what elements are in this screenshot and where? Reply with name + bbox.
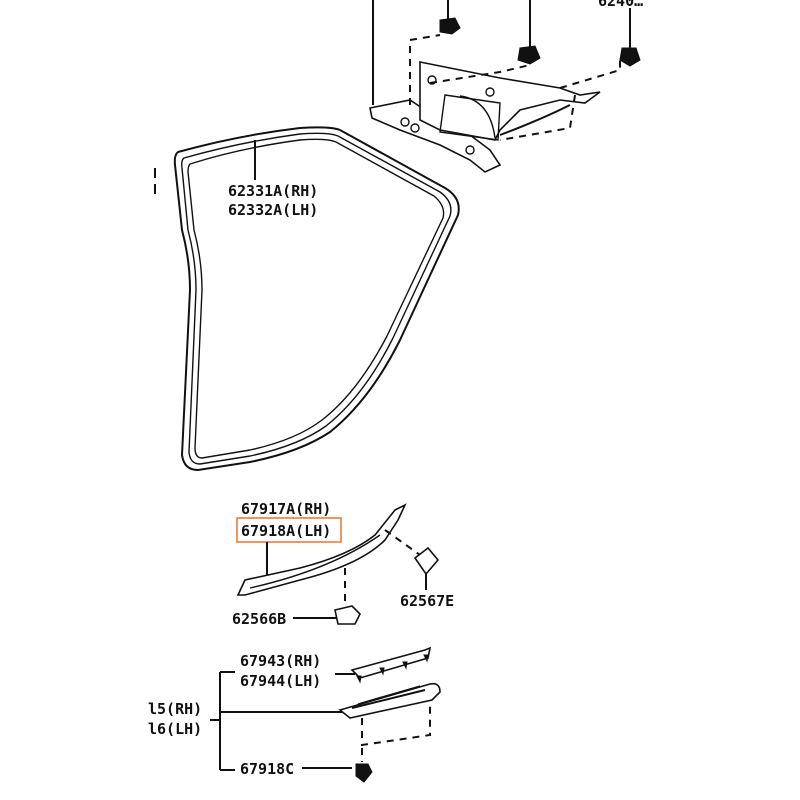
trim-strip[interactable] [236,503,407,596]
part-label-67918c: 67918C [240,760,294,778]
clip-icon [439,17,641,67]
highlight-box [236,517,342,543]
clip-67918c-icon [355,763,373,783]
part-label-top-right: 6240… [598,0,643,10]
upper-scuff-plate[interactable] [350,646,432,684]
lower-scuff-plate[interactable] [338,682,441,719]
group-bracket [210,671,355,771]
part-label-assy-rh: l5(RH) [148,700,202,718]
part-label-62566b: 62566B [232,610,286,628]
part-label-assy-lh: l6(LH) [148,720,202,738]
part-label-67917a: 67917A(RH) [241,500,331,518]
part-label-62332a: 62332A(LH) [228,201,318,219]
upper-trim-bracket[interactable] [369,0,631,173]
part-label-62567e: 62567E [400,592,454,610]
part-label-67918a[interactable]: 67918A(LH) [241,522,331,540]
clip-62567e-icon [413,546,440,576]
part-label-62331a: 62331A(RH) [228,182,318,200]
part-label-67944: 67944(LH) [240,672,321,690]
clip-62566b-icon [334,605,361,625]
weatherstrip-outline[interactable] [173,126,460,472]
part-label-67943: 67943(RH) [240,652,321,670]
